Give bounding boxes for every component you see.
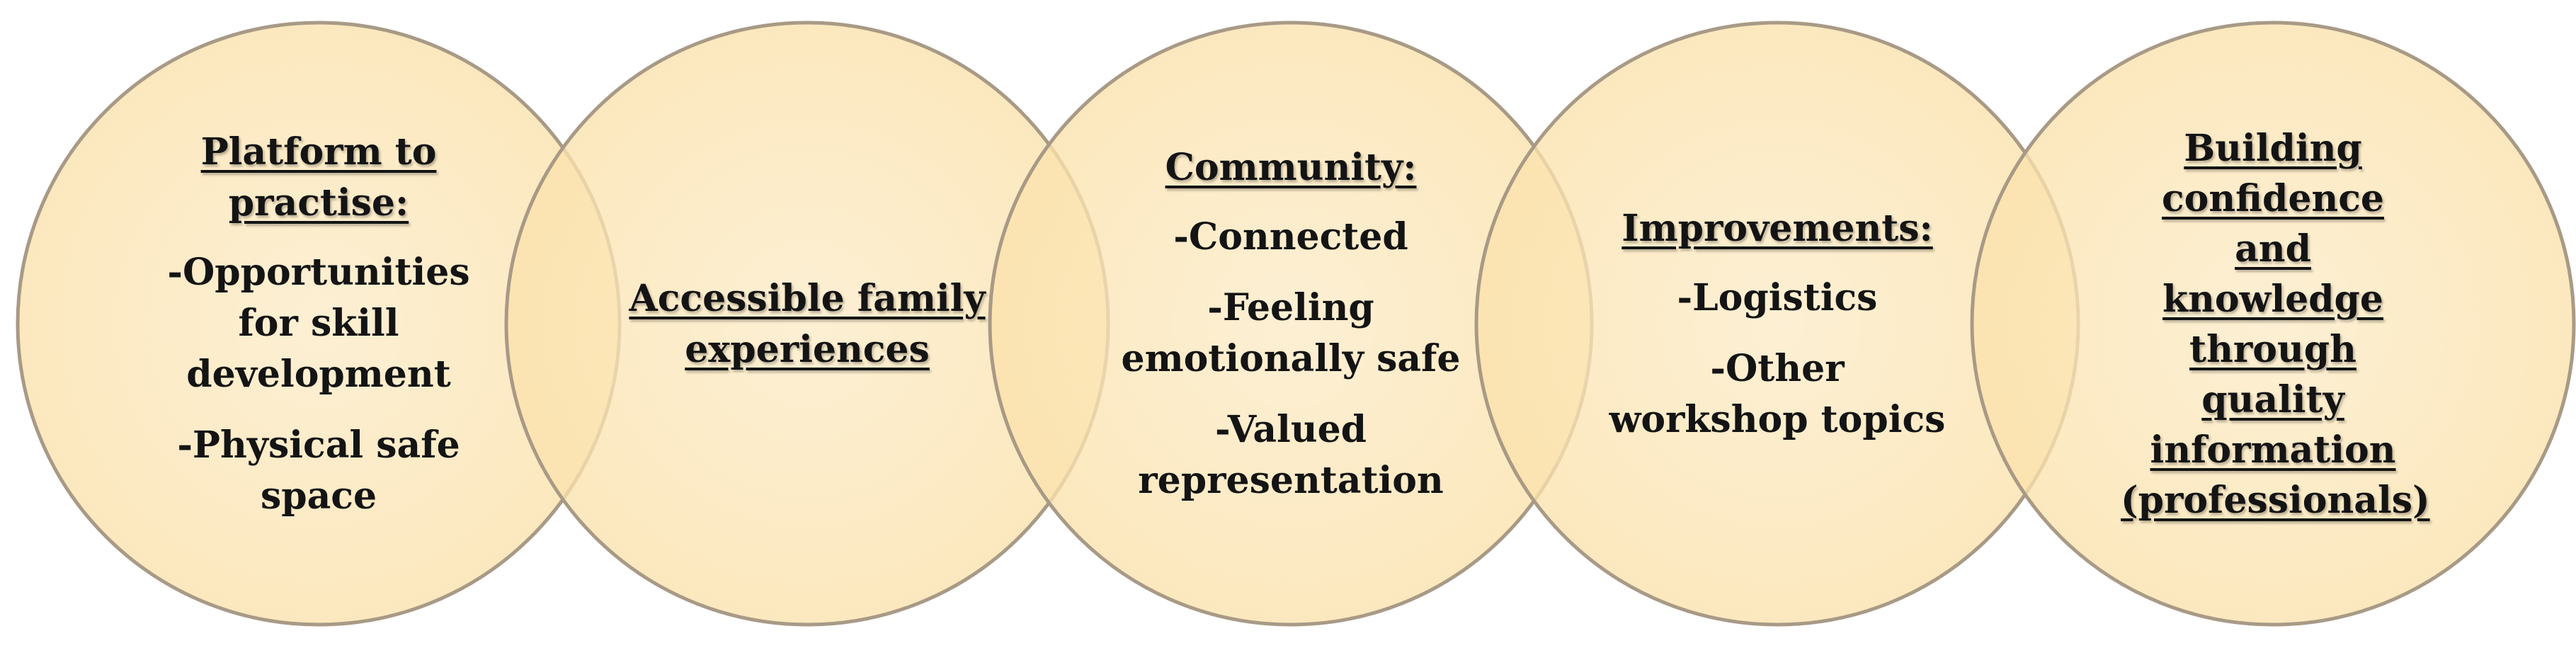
circle-2-content: Accessible family experiences xyxy=(595,92,1020,556)
circle-4-item-1: -Logistics xyxy=(1677,275,1878,319)
circle-3-item-3: -Valued representation xyxy=(1138,407,1444,502)
circle-2-heading: Accessible family experiences xyxy=(629,276,986,371)
circle-3-heading: Community: xyxy=(1165,145,1417,189)
circle-3-item-2: -Feeling emotionally safe xyxy=(1121,285,1461,380)
circle-3-content: Community: -Connected -Feeling emotional… xyxy=(1078,92,1503,556)
circle-5 xyxy=(1970,21,2576,627)
circle-5-content: Building confidence and knowledge throug… xyxy=(2061,92,2485,556)
circle-4-heading: Improvements: xyxy=(1622,206,1933,250)
circle-5-heading: Building confidence and knowledge throug… xyxy=(2121,126,2430,522)
circle-1-item-1: -Opportunities for skill development xyxy=(167,250,470,396)
circle-3-item-1: -Connected xyxy=(1173,215,1408,258)
circle-4-item-2: -Other workshop topics xyxy=(1609,346,1946,441)
circle-1-item-2: -Physical safe space xyxy=(177,423,460,518)
circle-1-content: Platform to practise: -Opportunities for… xyxy=(106,92,531,556)
circle-4-content: Improvements: -Logistics -Other workshop… xyxy=(1565,92,1990,556)
circle-1-heading: Platform to practise: xyxy=(200,130,437,224)
